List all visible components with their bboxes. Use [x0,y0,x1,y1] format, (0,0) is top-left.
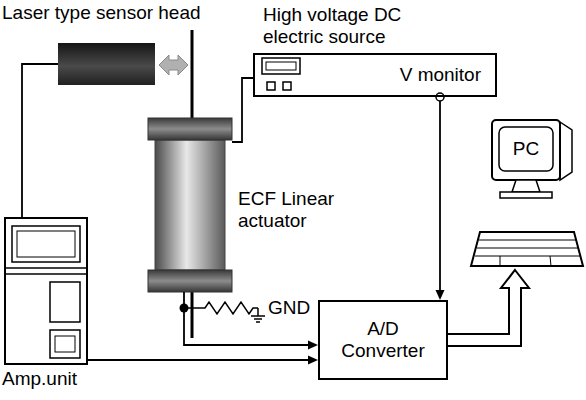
resistor-symbol [184,302,258,314]
ground-label: GND [268,297,310,319]
text-holder: ECF Linear actuator [238,188,374,232]
amp-module [50,330,80,358]
output-terminal [436,93,444,101]
arrow-outline [448,288,515,340]
displacement-signal-arrow [87,356,318,365]
monitor-screen [499,127,553,171]
actuator-rod [191,30,194,120]
amp-unit: Amp.unit [5,218,87,364]
keyboard-keys [500,256,501,266]
amp-panel-line [5,267,87,269]
monitor-body [492,120,560,180]
power-wire [232,78,253,142]
cylinder-flange [148,118,232,140]
monitor-label: V monitor [400,64,481,86]
amp-display [17,231,75,257]
label-holder: GND [268,297,310,319]
ground-symbol [257,308,259,316]
amp-module [50,282,80,322]
data-transfer-arrow [448,270,529,340]
keyboard-keys [550,256,551,266]
display-window [262,58,300,74]
arrow-fill [448,285,515,340]
arrow-head [308,341,318,350]
cylinder-body [155,140,225,270]
text-holder: Amp.unit [2,368,77,390]
screen-label: PC [513,138,539,160]
block-label: A/D Converter [331,318,435,362]
monitor-stand [512,180,540,192]
text-holder: A/D Converter [320,302,446,378]
ground-symbol [256,321,260,323]
actuator-rod [191,290,194,338]
text-holder: Laser type sensor head [2,2,201,24]
monitor-side [560,122,572,180]
keyboard-keys [475,256,580,257]
converter-box: A/D Converter [318,300,448,380]
wire-line [22,64,58,218]
power-source-box: High voltage DC electric sourceV monitor [253,53,497,97]
wire-line [232,78,253,142]
part-label: High voltage DC electric source [263,4,441,48]
text-holder: High voltage DC electric source [263,4,441,48]
amp-housing [5,218,87,364]
arrow-head [436,290,445,300]
keyboard-keys [477,248,578,249]
motion-arrow [159,55,188,75]
part-label: ECF Linear actuator [238,188,374,232]
arrow-head [308,356,318,365]
display-window [266,62,296,70]
keyboard-keys [479,240,576,241]
panel-button [267,82,275,90]
signal-wire [22,64,58,218]
amp-display [12,226,80,262]
amp-module [55,336,75,352]
amp-panel-line [5,273,87,275]
wire-line [439,101,441,290]
panel-button [283,82,291,90]
text-holder: PC [499,127,553,171]
text-holder: V monitor [400,64,481,86]
computer: PC [468,118,584,270]
sensor-head: Laser type sensor head [58,43,155,85]
cylinder-flange [148,270,232,292]
wire-line [87,359,308,361]
ground-symbol [254,318,262,320]
part-label: Amp.unit [2,368,77,390]
monitor-signal-arrow [436,101,445,300]
actuator: ECF Linear actuator [148,118,232,292]
monitor-stand [500,192,552,198]
keyboard [471,232,583,266]
current-signal-arrow [184,292,318,350]
ground-symbol [251,315,265,317]
part-label: Laser type sensor head [2,2,201,24]
